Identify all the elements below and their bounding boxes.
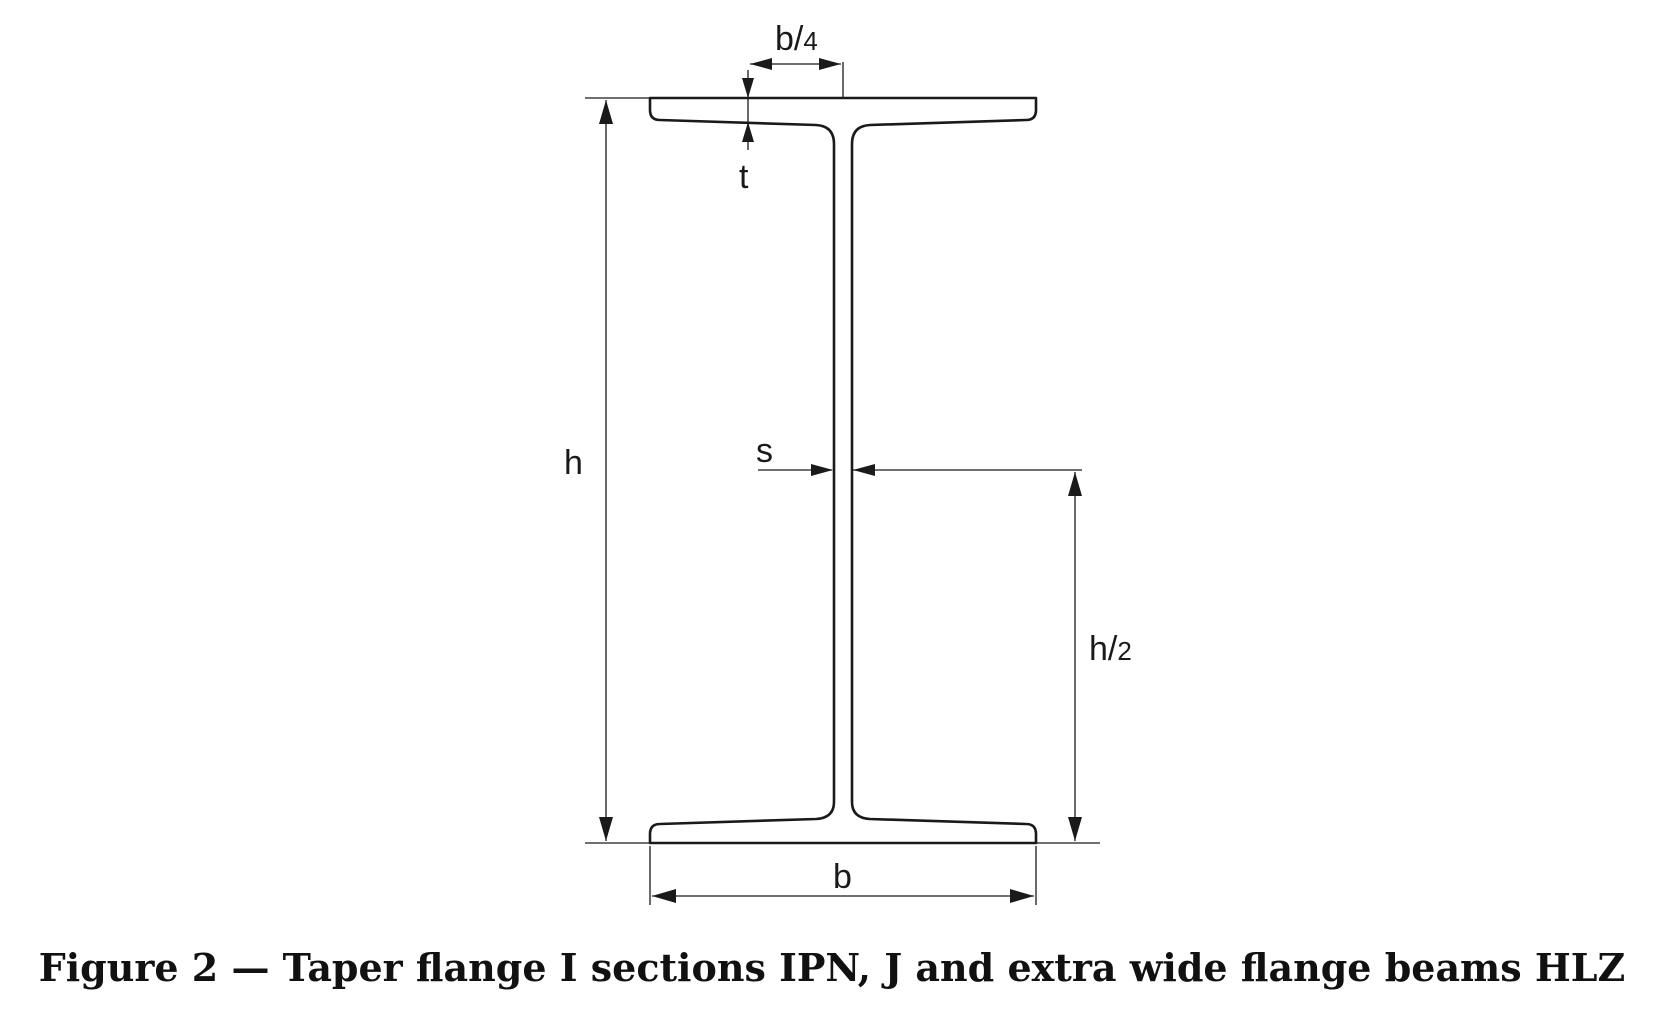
b4-label: b/4 [775, 20, 818, 58]
b-arrow-right [1010, 889, 1034, 903]
t-label: t [739, 158, 749, 196]
h-arrow-top [599, 100, 613, 124]
t-arrow-down [742, 78, 754, 98]
s-arrow-right [853, 464, 875, 476]
h-label: h [564, 444, 583, 482]
h2-arrow-top [1068, 472, 1082, 496]
s-label: s [756, 432, 773, 470]
h-arrow-bottom [599, 817, 613, 841]
b-arrow-left [652, 889, 676, 903]
s-arrow-left [811, 464, 833, 476]
h2-label: h/2 [1089, 630, 1132, 668]
b4-arrow-right [819, 58, 841, 70]
b4-arrow-left [750, 58, 772, 70]
t-arrow-up [742, 122, 754, 142]
h2-arrow-bottom [1068, 817, 1082, 841]
b-label: b [833, 858, 852, 896]
figure-caption: Figure 2 — Taper flange I sections IPN, … [38, 945, 1626, 990]
